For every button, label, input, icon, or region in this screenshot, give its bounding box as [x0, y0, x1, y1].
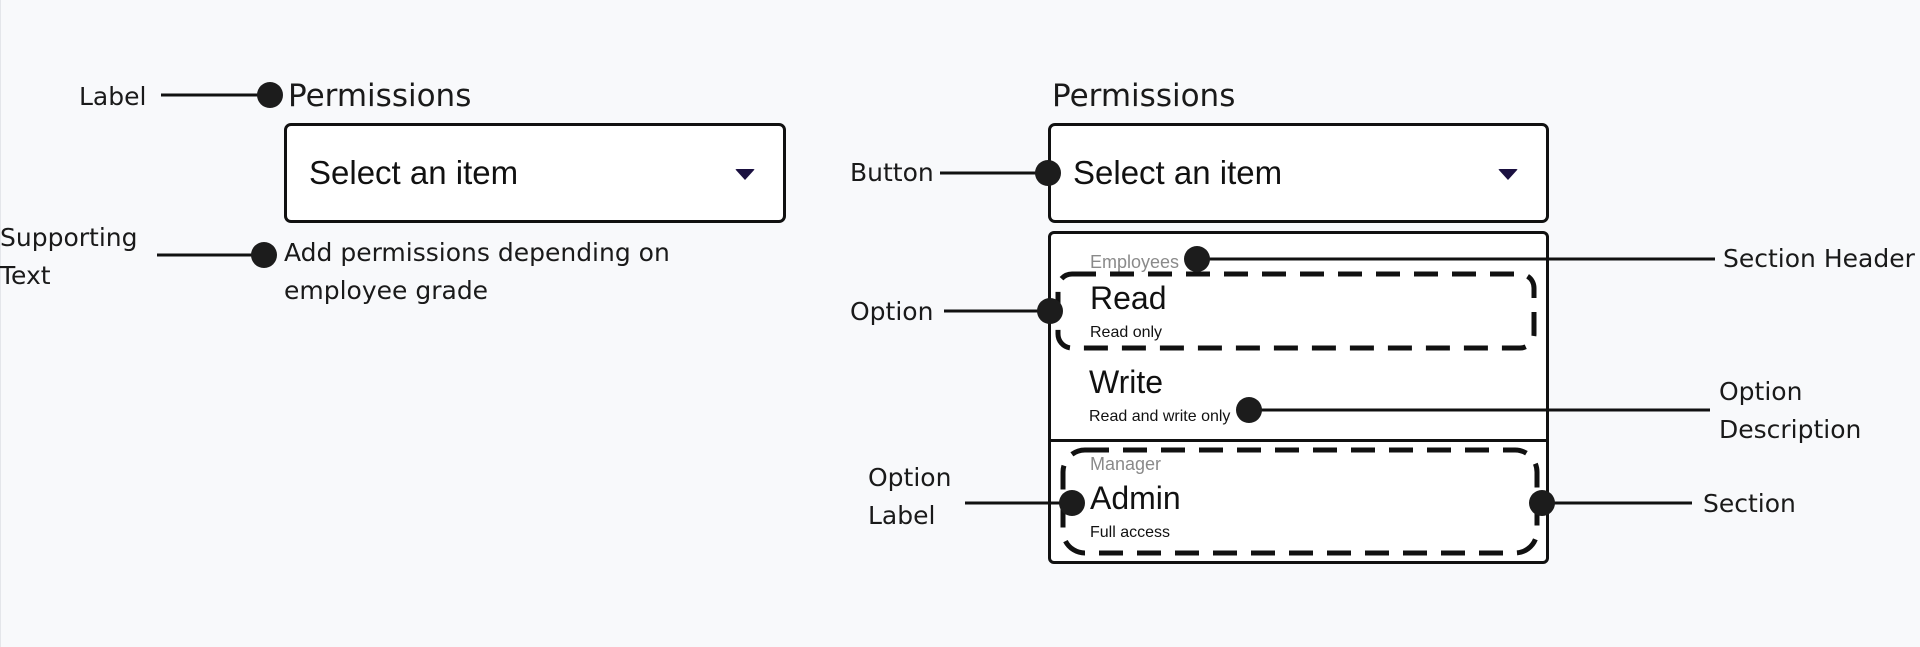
option-admin[interactable]: Admin Full access: [1051, 480, 1546, 560]
section-header-employees: Employees: [1090, 252, 1180, 272]
supporting-text: Add permissions depending on employee gr…: [284, 238, 670, 305]
closed-select-button[interactable]: Select an item: [284, 123, 786, 223]
callout-option: Option: [850, 297, 934, 326]
canvas-edge: [0, 0, 1, 647]
section-highlight-outline: [1060, 447, 1540, 556]
callout-label: Label: [79, 82, 147, 111]
closed-field-label: Permissions: [288, 78, 472, 114]
closed-select-value: Select an item: [309, 154, 519, 191]
option-label: Admin: [1090, 480, 1181, 516]
callout-dot: [1035, 160, 1061, 186]
option-highlight-outline: [1055, 271, 1537, 351]
option-description: Read and write only: [1089, 408, 1231, 425]
option-description: Read only: [1090, 324, 1163, 341]
option-read[interactable]: Read Read only: [1051, 276, 1546, 356]
open-select-button[interactable]: Select an item: [1048, 123, 1549, 223]
section-divider: [1051, 439, 1546, 442]
option-label: Read: [1090, 280, 1167, 316]
caret-down-icon: [735, 169, 755, 180]
caret-down-icon: [1498, 169, 1518, 180]
callout-dot: [257, 82, 283, 108]
callout-dot: [1236, 397, 1262, 423]
callout-button: Button: [850, 158, 934, 187]
open-field-label: Permissions: [1052, 78, 1236, 114]
callout-dot: [251, 242, 277, 268]
callout-option-description: Option Description: [1719, 377, 1862, 444]
option-label: Write: [1089, 364, 1164, 400]
option-write[interactable]: Write Read and write only: [1051, 358, 1546, 438]
callout-section-header: Section Header: [1723, 244, 1915, 273]
callout-option-label: Option Label: [868, 463, 952, 530]
callout-dot: [1059, 490, 1085, 516]
option-description: Full access: [1090, 524, 1171, 541]
callout-dot: [1529, 490, 1555, 516]
callout-dot: [1037, 298, 1063, 324]
open-select-value: Select an item: [1073, 154, 1283, 191]
callout-section: Section: [1703, 489, 1796, 518]
dropdown-menu: Employees Read Read only Write Read and …: [1048, 231, 1549, 564]
callout-supporting-text: Supporting Text: [0, 223, 138, 290]
section-header-manager: Manager: [1090, 454, 1162, 474]
callout-dot: [1184, 246, 1210, 272]
